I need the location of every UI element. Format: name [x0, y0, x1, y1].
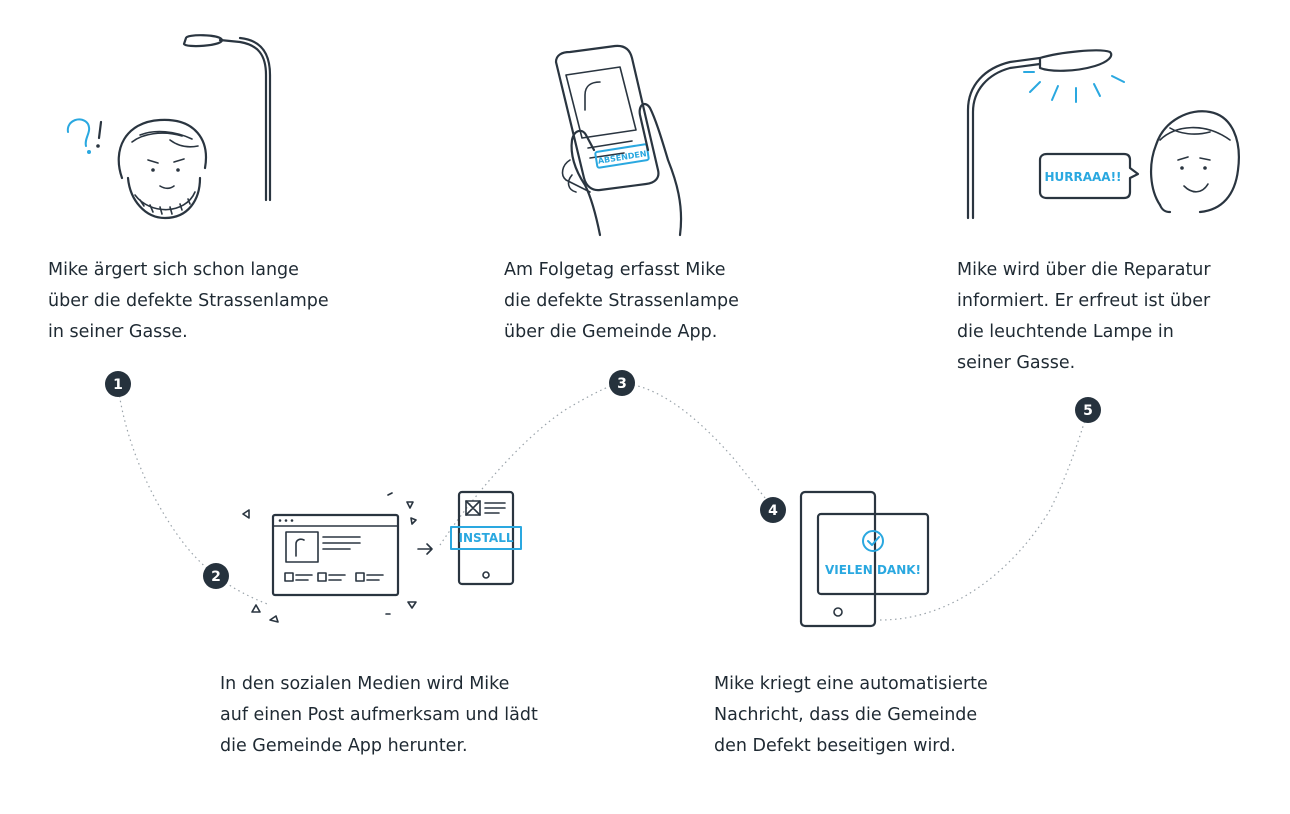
- step-2-caption: In den sozialen Medien wird Mike auf ein…: [220, 669, 538, 762]
- svg-text:1: 1: [113, 377, 123, 393]
- caption-line: über die defekte Strassenlampe: [48, 291, 329, 311]
- step-badge-3: 3: [609, 370, 635, 396]
- step-3-caption: Am Folgetag erfasst Mike die defekte Str…: [504, 255, 739, 348]
- lit-street-lamp-icon: [966, 49, 1125, 220]
- phone-thanks-icon: VIELEN DANK!: [799, 490, 930, 628]
- step-1-caption: Mike ärgert sich schon lange über die de…: [48, 255, 329, 348]
- street-lamp-icon: [182, 34, 272, 202]
- caption-line: Mike kriegt eine automatisierte: [714, 674, 988, 694]
- connector-path: [117, 382, 1089, 621]
- caption-line: Nachricht, dass die Gemeinde: [714, 705, 978, 725]
- caption-line: Mike wird über die Reparatur: [957, 260, 1211, 280]
- step-badge-5: 5: [1075, 397, 1101, 423]
- illustration-step-3: ABSENDEN: [554, 44, 683, 237]
- svg-text:4: 4: [768, 503, 778, 519]
- install-label: INSTALL: [459, 531, 514, 545]
- phone-install-icon: INSTALL: [450, 490, 522, 586]
- caption-line: In den sozialen Medien wird Mike: [220, 674, 510, 694]
- step-5-caption: Mike wird über die Reparatur informiert.…: [957, 255, 1211, 379]
- happy-person-icon: [1149, 110, 1240, 214]
- confused-person-icon: [117, 118, 207, 220]
- illustration-step-5: HURRAAA!!: [966, 49, 1240, 220]
- caption-line: in seiner Gasse.: [48, 322, 188, 342]
- step-badge-1: 1: [105, 371, 131, 397]
- caption-line: auf einen Post aufmerksam und lädt: [220, 705, 538, 725]
- caption-line: informiert. Er erfreut ist über: [957, 291, 1211, 311]
- submit-button-illustration: ABSENDEN: [594, 143, 650, 169]
- step-badge-2: 2: [203, 563, 229, 589]
- caption-line: den Defekt beseitigen wird.: [714, 736, 956, 756]
- speech-bubble-icon: HURRAAA!!: [1038, 152, 1140, 200]
- step-4-caption: Mike kriegt eine automatisierte Nachrich…: [714, 669, 988, 762]
- svg-text:3: 3: [617, 376, 627, 392]
- caption-line: seiner Gasse.: [957, 353, 1076, 373]
- step-badge-4: 4: [760, 497, 786, 523]
- thanks-label: VIELEN DANK!: [825, 563, 921, 577]
- caption-line: die Gemeinde App herunter.: [220, 736, 468, 756]
- svg-text:2: 2: [211, 569, 221, 585]
- caption-line: Am Folgetag erfasst Mike: [504, 260, 726, 280]
- caption-line: Mike ärgert sich schon lange: [48, 260, 299, 280]
- caption-line: die defekte Strassenlampe: [504, 291, 739, 311]
- svg-text:5: 5: [1083, 403, 1093, 419]
- illustration-step-2: INSTALL: [242, 490, 522, 623]
- caption-line: die leuchtende Lampe in: [957, 322, 1174, 342]
- hand-phone-icon: ABSENDEN: [554, 44, 683, 237]
- illustration-step-1: [66, 34, 272, 220]
- caption-line: über die Gemeinde App.: [504, 322, 718, 342]
- browser-window-icon: [271, 513, 400, 597]
- illustration-step-4: VIELEN DANK!: [799, 490, 930, 628]
- cheer-label: HURRAAA!!: [1044, 170, 1121, 184]
